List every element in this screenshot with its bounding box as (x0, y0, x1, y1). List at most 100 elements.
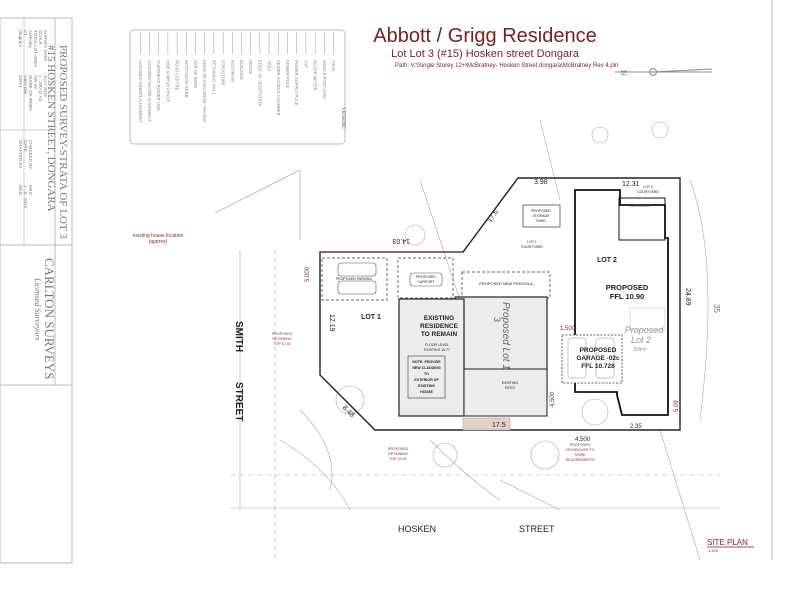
site-plan-label: SITE PLAN (707, 538, 748, 547)
title-block-field-label: CHECKED BY (28, 140, 33, 169)
svg-text:PROPOSED: PROPOSED (388, 447, 409, 451)
svg-text:LOT 1: LOT 1 (527, 240, 537, 244)
project-address: #15 HOSKEN STREET, DONGARA (45, 45, 57, 212)
svg-text:PROPOSED: PROPOSED (272, 332, 293, 336)
smith-street-label: SMITH (233, 321, 244, 352)
title-block-field-value: 53974 (18, 75, 23, 88)
svg-text:PROPOSED: PROPOSED (531, 209, 551, 213)
legend-item: PINE & MESH FENCE (165, 60, 170, 103)
title-block-field-value: 1 - 8 - 2016 (23, 185, 28, 209)
title-block-field-label: Diagram (18, 30, 23, 47)
svg-text:5.09: 5.09 (674, 400, 680, 412)
title-block-field-label: TOTAL LOT AREA (33, 30, 38, 67)
svg-text:17.6: 17.6 (486, 209, 500, 224)
existing-paving (462, 417, 511, 431)
svg-text:PROPOSED: PROPOSED (570, 443, 591, 447)
svg-text:5.000: 5.000 (305, 266, 311, 282)
svg-text:PROPOSED: PROPOSED (606, 283, 649, 292)
legend-item: ROAD CENTRE (175, 60, 180, 91)
title-block-field-value: 1402-656 (23, 75, 28, 95)
svg-text:EXISTING: EXISTING (424, 315, 454, 322)
legend-item: STRUCTURE (221, 60, 226, 86)
cladding-note-line: EXTERIOR OF (414, 378, 439, 382)
cladding-note-box (407, 355, 446, 399)
proposed-lot1-label: Proposed Lot 1 (500, 302, 511, 370)
title-block-field-label: CT (23, 30, 28, 36)
svg-text:3: 3 (492, 317, 502, 322)
svg-text:SHED: SHED (536, 219, 546, 223)
svg-text:FFL 10.728: FFL 10.728 (581, 363, 615, 370)
lot2-ffl-label: FFL 10.90 (610, 292, 644, 301)
legend-item: ASSUMED SEWER ALIGNMENT (138, 60, 143, 123)
north-label: N (619, 70, 628, 76)
drawing-subtitle: Lot Lot 3 (#15) Hosken street Dongara (391, 48, 580, 60)
title-block-field-label: SCALE (38, 30, 43, 45)
title-block-field-value: JULY 2016 (43, 75, 48, 97)
project-title: PROPOSED SURVEY-STRATA OF LOT 3 (57, 45, 69, 239)
title-block-field-label: Authority (28, 30, 33, 49)
svg-text:3.98: 3.98 (534, 179, 548, 186)
company-sub: Licensed Surveyors (33, 277, 42, 340)
legend-item: EDGE OF CONCRETE / PAVING (202, 60, 207, 122)
legend-item: BOTTOM OF KERB (184, 60, 189, 98)
svg-text:STREET: STREET (233, 382, 244, 421)
svg-text:14.03: 14.03 (392, 237, 410, 244)
scale-label: 1:200 (708, 548, 719, 553)
svg-text:2.35: 2.35 (630, 424, 642, 430)
cladding-note-line: TO (424, 372, 429, 376)
company-name: CARLTON SURVEYS (42, 258, 57, 379)
svg-text:24.89: 24.89 (684, 288, 691, 306)
svg-text:4.500: 4.500 (575, 437, 591, 443)
title-block-field-value: 1 : 200 @ A3 (38, 75, 43, 102)
svg-text:(approx): (approx) (149, 239, 168, 245)
drawing-title: Abbott / Grigg Residence (373, 25, 596, 47)
legend-item: T.B.M. (331, 60, 336, 72)
retaining-note: RETAINING (272, 337, 292, 341)
svg-text:PROPOSED: PROPOSED (580, 347, 617, 354)
title-block-field-label: DATE (23, 140, 28, 152)
svg-text:35: 35 (712, 304, 721, 313)
legend-item: RETAINING WALL (211, 60, 216, 96)
storage-label: STORAGE (532, 214, 550, 218)
svg-text:TO REMAIN: TO REMAIN (421, 331, 458, 338)
parking-label: PROPOSED PARKING (336, 277, 373, 281)
garage (561, 334, 623, 384)
svg-text:LOT 2: LOT 2 (643, 185, 653, 189)
existing-house-note: existing house location (133, 233, 184, 239)
north-arrow-icon: N (615, 68, 713, 76)
pergola-label: PROPOSED NEW PERGOLA (479, 281, 533, 286)
svg-text:12.19: 12.19 (328, 314, 335, 332)
lot2-building-outline (574, 189, 669, 416)
lot1-courtyard-label: COURTYARD (521, 245, 543, 249)
title-block-field-value: MKD (18, 185, 23, 196)
svg-text:FLOOR LEVEL: FLOOR LEVEL (425, 343, 449, 347)
legend-item: TAP (303, 60, 308, 68)
crossover-note: CROSSOVER TO (566, 448, 595, 452)
legend-item: ASSUMED WATER ALIGNMENT (147, 60, 152, 122)
legend-item: BUILDING (239, 60, 244, 80)
svg-text:TOP 10.30: TOP 10.30 (273, 342, 290, 346)
title-block: PROPOSED SURVEY-STRATA OF LOT 3 #15 HOSK… (0, 17, 73, 564)
legend-item: FOOTPATH (230, 60, 235, 82)
svg-text:TOP 10.30: TOP 10.30 (389, 457, 406, 461)
svg-text:RETAINING: RETAINING (388, 452, 408, 456)
title-block-field-label: DRAFTED BY (18, 140, 23, 169)
garage-label: GARAGE -02c (576, 355, 620, 362)
floor-level-label: EXISTING 10.77 (424, 348, 450, 352)
cladding-note-line: EXISTING (418, 384, 435, 388)
title-block-field-label: SURVEY DATE (43, 30, 48, 61)
svg-text:EXISTING: EXISTING (502, 381, 519, 385)
legend-item: POWER SUPPLY POLE (294, 60, 299, 106)
legend-item: SEWER ACCESS CHAMBER (276, 60, 281, 116)
svg-text:12.31: 12.31 (622, 181, 640, 188)
title-block-field-value: 769 m² (33, 75, 38, 90)
legend-item: WATER METER (313, 60, 318, 90)
cladding-note-line: HOUSE (420, 390, 433, 394)
file-path: Path: V:\Single Storey 12+\McBratney- Ho… (395, 63, 618, 69)
svg-text:SHIRE: SHIRE (575, 453, 587, 457)
title-block-frame (0, 17, 73, 564)
legend-item: FENCE (248, 60, 253, 74)
svg-text:17.5: 17.5 (492, 422, 506, 429)
svg-text:PROPOSED: PROPOSED (416, 275, 436, 279)
